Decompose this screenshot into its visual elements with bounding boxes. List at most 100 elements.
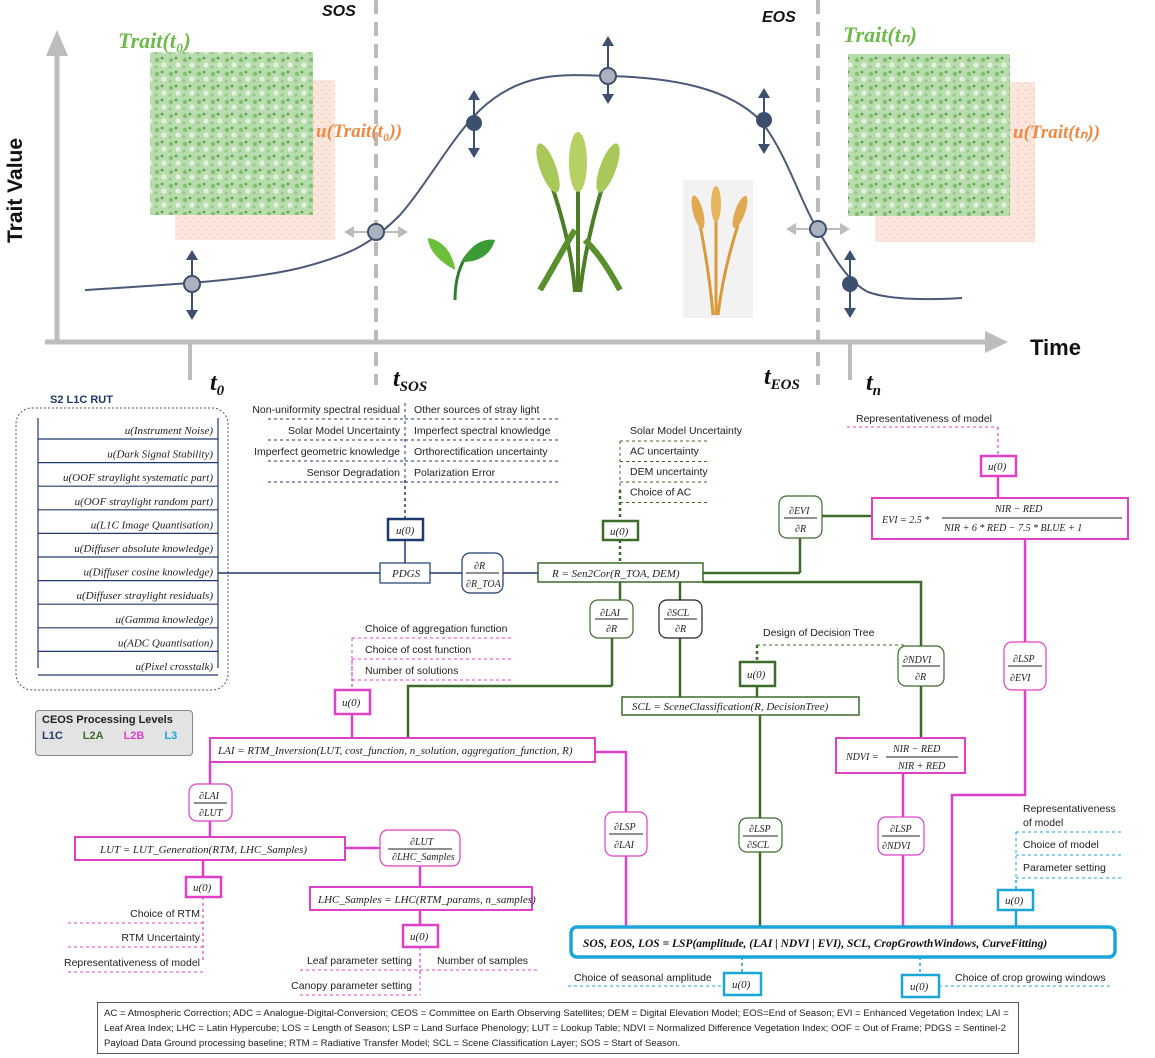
- svg-text:∂R: ∂R: [795, 524, 806, 535]
- rut-item: u(OOF straylight systematic part): [63, 472, 213, 484]
- trait-map-t0: [150, 52, 313, 215]
- dLSP-dEVI-box: ∂LSP ∂EVI: [1003, 641, 1047, 691]
- svg-text:∂R: ∂R: [915, 672, 926, 683]
- svg-text:PDGS: PDGS: [391, 568, 421, 580]
- u0-box-rtm: u(0): [333, 688, 372, 716]
- rut-item: u(Gamma knowledge): [116, 614, 214, 626]
- rtm-source: Number of solutions: [365, 665, 458, 677]
- rtm-source: Choice of aggregation function: [365, 623, 508, 635]
- ceos-level: L3: [164, 730, 178, 742]
- lhc-source: Canopy parameter setting: [291, 980, 412, 992]
- svg-text:∂LSP: ∂LSP: [890, 824, 912, 835]
- u0-box-scl: u(0): [738, 660, 777, 688]
- lhc-equation-box: LHC_Samples = LHC(RTM_params, n_samples): [309, 886, 536, 911]
- wheat-icon: [536, 132, 623, 293]
- svg-text:∂SCL: ∂SCL: [667, 608, 690, 619]
- lhc-source: Leaf parameter setting: [307, 955, 412, 967]
- l2a-connections: [406, 490, 923, 927]
- rut-item: u(L1C Image Quantisation): [91, 519, 214, 531]
- svg-text:Representativeness of model: Representativeness of model: [856, 413, 992, 425]
- lhc-source: Number of samples: [437, 955, 528, 967]
- dNDVI-dR-box: ∂NDVI ∂R: [897, 645, 945, 687]
- l2a-source: AC uncertainty: [630, 446, 700, 458]
- l1c-source-right: Other sources of stray light: [414, 404, 540, 416]
- svg-text:R = Sen2Cor(R_TOA, DEM): R = Sen2Cor(R_TOA, DEM): [551, 568, 680, 580]
- rut-item: u(Diffuser straylight residuals): [77, 590, 214, 602]
- l2a-source: Choice of AC: [630, 487, 692, 499]
- rut-box: S2 L1C RUT u(Instrument Noise)u(Dark Sig…: [15, 394, 229, 691]
- svg-text:u(0): u(0): [342, 697, 361, 709]
- svg-text:SOS, EOS, LOS = LSP(amplitude,: SOS, EOS, LOS = LSP(amplitude, (LAI | ND…: [583, 938, 1047, 950]
- ceos-levels: L1C L2A L2B L3: [42, 730, 186, 742]
- u0-box-lhc: u(0): [401, 923, 440, 949]
- svg-text:∂LSP: ∂LSP: [614, 822, 636, 833]
- ceos-level: L2B: [123, 730, 145, 742]
- uncertainty-marker-peak: [599, 36, 617, 104]
- scl-equation-box: SCL = SceneClassification(R, DecisionTre…: [621, 696, 860, 716]
- t0-label: t0: [210, 370, 225, 399]
- l1c-source-left: Sensor Degradation: [307, 467, 401, 479]
- svg-text:LAI = RTM_Inversion(LUT, cost_: LAI = RTM_Inversion(LUT, cost_function, …: [217, 745, 573, 757]
- svg-text:∂LSP: ∂LSP: [1013, 654, 1035, 665]
- ceos-legend: CEOS Processing Levels L1C L2A L2B L3: [35, 710, 193, 756]
- u0-box-l1c: u(0): [386, 517, 425, 542]
- rtm-source: Choice of cost function: [365, 644, 471, 656]
- lsp-source: Representativeness: [1023, 803, 1116, 815]
- svg-text:∂R: ∂R: [474, 561, 485, 572]
- rut-item: u(Diffuser absolute knowledge): [74, 543, 213, 555]
- svg-text:NIR + RED: NIR + RED: [897, 761, 946, 772]
- svg-text:∂EVI: ∂EVI: [789, 506, 810, 517]
- svg-text:LUT = LUT_Generation(RTM, LHC_: LUT = LUT_Generation(RTM, LHC_Samples): [99, 844, 307, 856]
- dLSP-dLAI-box: ∂LSP ∂LAI: [604, 811, 648, 857]
- lsp-source: Parameter setting: [1023, 862, 1106, 874]
- tn-label: tn: [866, 370, 881, 399]
- l1c-source-right: Polarization Error: [414, 467, 496, 479]
- svg-text:∂LUT: ∂LUT: [199, 808, 224, 819]
- svg-text:∂NDVI: ∂NDVI: [882, 841, 911, 852]
- svg-text:∂LAI: ∂LAI: [600, 608, 621, 619]
- uncertainty-marker-tn: [842, 250, 858, 318]
- y-axis-arrowhead: [46, 30, 68, 56]
- svg-text:u(0): u(0): [610, 526, 629, 538]
- evi-equation-box: EVI = 2.5 * NIR − RED NIR + 6 * RED − 7.…: [871, 497, 1129, 540]
- lsp-equation-box: SOS, EOS, LOS = LSP(amplitude, (LAI | ND…: [569, 925, 1117, 959]
- svg-text:NIR − RED: NIR − RED: [892, 744, 941, 755]
- sos-label: SOS: [322, 3, 356, 20]
- abbreviations-footnote: AC = Atmospheric Correction; ADC = Analo…: [97, 1002, 1019, 1054]
- dLSP-dSCL-box: ∂LSP ∂SCL: [738, 817, 783, 853]
- svg-text:∂EVI: ∂EVI: [1010, 673, 1031, 684]
- lhc-sources: Leaf parameter setting Number of samplesC…: [291, 955, 538, 996]
- svg-text:∂LAI: ∂LAI: [614, 840, 635, 851]
- svg-text:LHC_Samples = LHC(RTM_params,: LHC_Samples = LHC(RTM_params, n_samples): [317, 894, 536, 906]
- dR-dRtoa-box: ∂R ∂R_TOA: [461, 552, 504, 594]
- phenology-curve: [84, 74, 963, 301]
- l1c-connections: [218, 480, 538, 574]
- pdgs-box: PDGS: [379, 562, 431, 584]
- svg-text:u(0): u(0): [910, 981, 929, 993]
- lsp-source: Choice of model: [1023, 839, 1099, 851]
- ceos-level: L2A: [82, 730, 104, 742]
- rut-item: u(ADC Quantisation): [118, 637, 213, 649]
- u-trait-t0-label: u(Trait(t₀)): [316, 121, 402, 142]
- svg-text:SCL = SceneClassification(R, D: SCL = SceneClassification(R, DecisionTre…: [632, 701, 829, 713]
- svg-text:NDVI =: NDVI =: [845, 752, 879, 763]
- lai-equation-box: LAI = RTM_Inversion(LUT, cost_function, …: [209, 737, 596, 763]
- uncertainty-marker-sos: [344, 223, 408, 241]
- rut-item: u(Dark Signal Stability): [107, 449, 213, 461]
- svg-text:EVI = 2.5 *: EVI = 2.5 *: [881, 515, 929, 526]
- rut-item: u(OOF straylight random part): [75, 496, 214, 508]
- ceos-level: L1C: [42, 730, 63, 742]
- ceos-legend-title: CEOS Processing Levels: [42, 714, 173, 726]
- svg-text:∂NDVI: ∂NDVI: [903, 655, 932, 666]
- x-axis-label: Time: [1030, 335, 1081, 360]
- svg-text:∂LUT: ∂LUT: [410, 837, 435, 848]
- dLUT-dLHC-box: ∂LUT ∂LHC_Samples: [379, 829, 461, 867]
- y-axis-label: Trait Value: [4, 138, 27, 243]
- dLAI-dR-box: ∂LAI ∂R: [589, 599, 634, 639]
- evi-representativeness: Representativeness of model: [847, 413, 998, 428]
- svg-text:u(0): u(0): [988, 461, 1007, 473]
- l2a-source: Solar Model Uncertainty: [630, 425, 743, 437]
- svg-text:u(0): u(0): [193, 882, 212, 894]
